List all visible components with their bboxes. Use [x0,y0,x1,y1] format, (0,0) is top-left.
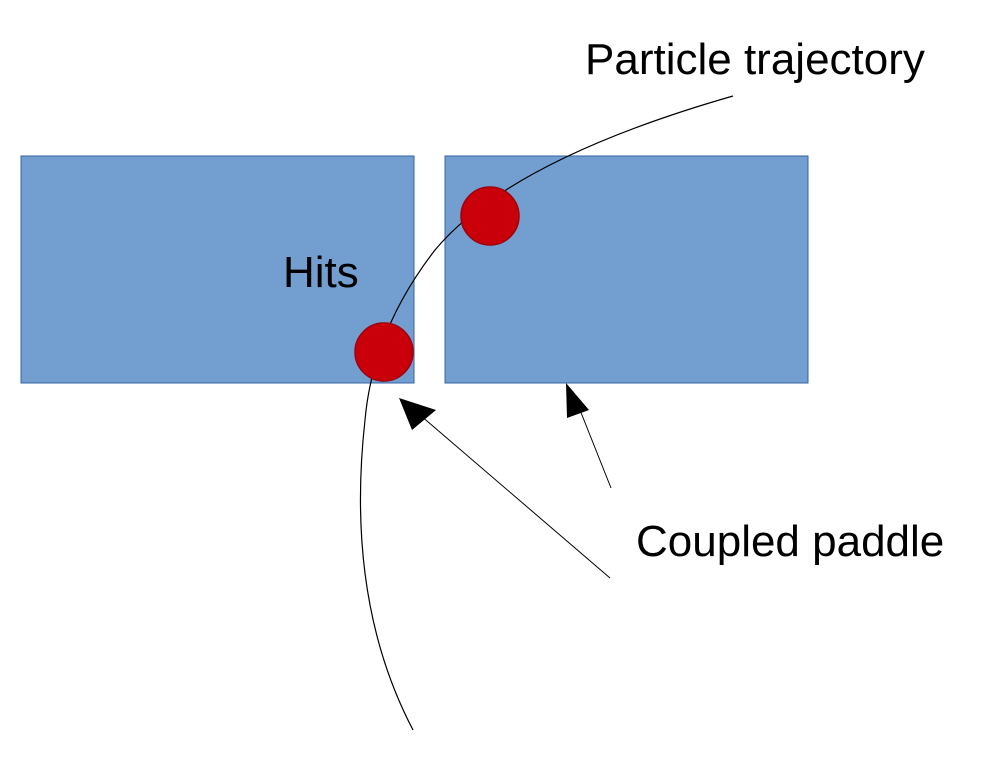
pointer-line-right [577,404,612,489]
label-hits: Hits [283,248,359,297]
left-paddle [20,155,415,384]
hit-marker-lower [354,322,414,382]
hit-marker-upper [460,186,520,246]
pointer-arrowhead-right [566,383,589,418]
label-coupled-paddle: Coupled paddle [636,517,944,566]
label-particle-trajectory: Particle trajectory [585,35,925,84]
pointer-arrowhead-left [399,398,436,430]
pointer-line-left [419,414,611,579]
